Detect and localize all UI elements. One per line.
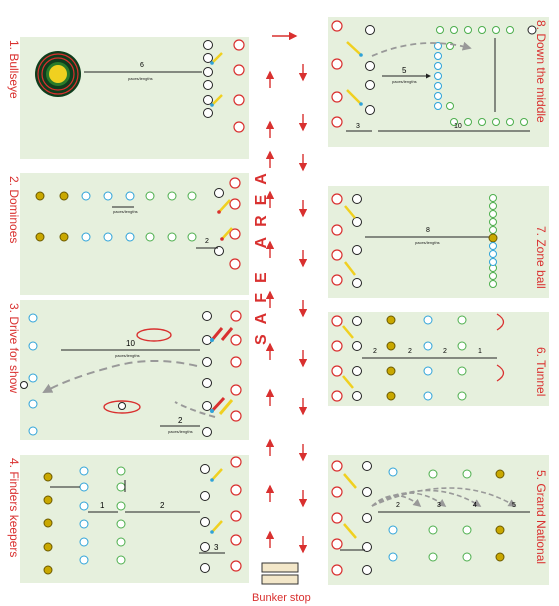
unit-caption: paces/lengths — [128, 76, 153, 81]
unit-caption: paces/lengths — [113, 209, 138, 214]
distance-label: 2 — [373, 348, 377, 355]
panel-finders-keepers — [20, 455, 249, 583]
panel-dominoes — [20, 173, 249, 295]
distance-label: 10 — [126, 339, 135, 348]
unit-caption: paces/lengths — [415, 240, 440, 245]
panel-zone-ball — [328, 186, 549, 298]
distance-label: 2 — [178, 416, 183, 425]
bunker-stop-label: Bunker stop — [252, 592, 311, 604]
distance-label: 3 — [437, 502, 441, 509]
distance-label: 2 — [205, 238, 209, 245]
title-down-the-middle: 8. Down the middle — [534, 20, 548, 123]
distance-label: 5 — [512, 502, 516, 509]
distance-label: 1 — [478, 348, 482, 355]
distance-label: 2 — [396, 502, 400, 509]
unit-caption: paces/lengths — [392, 79, 417, 84]
title-drive-for-show: 3. Drive for show — [7, 303, 21, 394]
unit-caption: paces/lengths — [115, 353, 140, 358]
title-zone-ball: 7. Zone ball — [534, 226, 548, 289]
red-marker-column — [233, 39, 245, 133]
bullseye-target-icon — [35, 51, 81, 97]
distance-label: 2 — [443, 348, 447, 355]
panel-tunnel — [328, 312, 549, 406]
title-bullseye: 1. Bullseye — [7, 40, 21, 99]
dominoes-markers-top — [35, 191, 197, 201]
title-dominoes: 2. Dominoes — [7, 176, 21, 244]
dominoes-markers-bottom — [35, 232, 197, 242]
safe-area-label: SAFE AREA — [253, 163, 270, 345]
distance-label: 3 — [356, 123, 360, 130]
player-ball-icons — [203, 40, 213, 118]
stick-icons — [210, 52, 223, 107]
distance-label: 8 — [426, 227, 430, 234]
distance-label: 3 — [214, 543, 219, 552]
distance-label: 2 — [408, 348, 412, 355]
title-tunnel: 6. Tunnel — [534, 347, 548, 397]
title-finders-keepers: 4. Finders keepers — [7, 458, 21, 558]
flow-arrows — [265, 31, 308, 554]
distance-label: 1 — [100, 501, 105, 510]
title-grand-national: 5. Grand National — [534, 470, 548, 565]
distance-label: 4 — [473, 502, 477, 509]
unit-caption: paces/lengths — [168, 429, 193, 434]
distance-label: 6 — [140, 62, 144, 69]
distance-label: 5 — [402, 66, 407, 75]
bunker-boxes — [261, 562, 299, 585]
distance-label: 2 — [160, 501, 165, 510]
distance-label: 10 — [454, 123, 462, 130]
